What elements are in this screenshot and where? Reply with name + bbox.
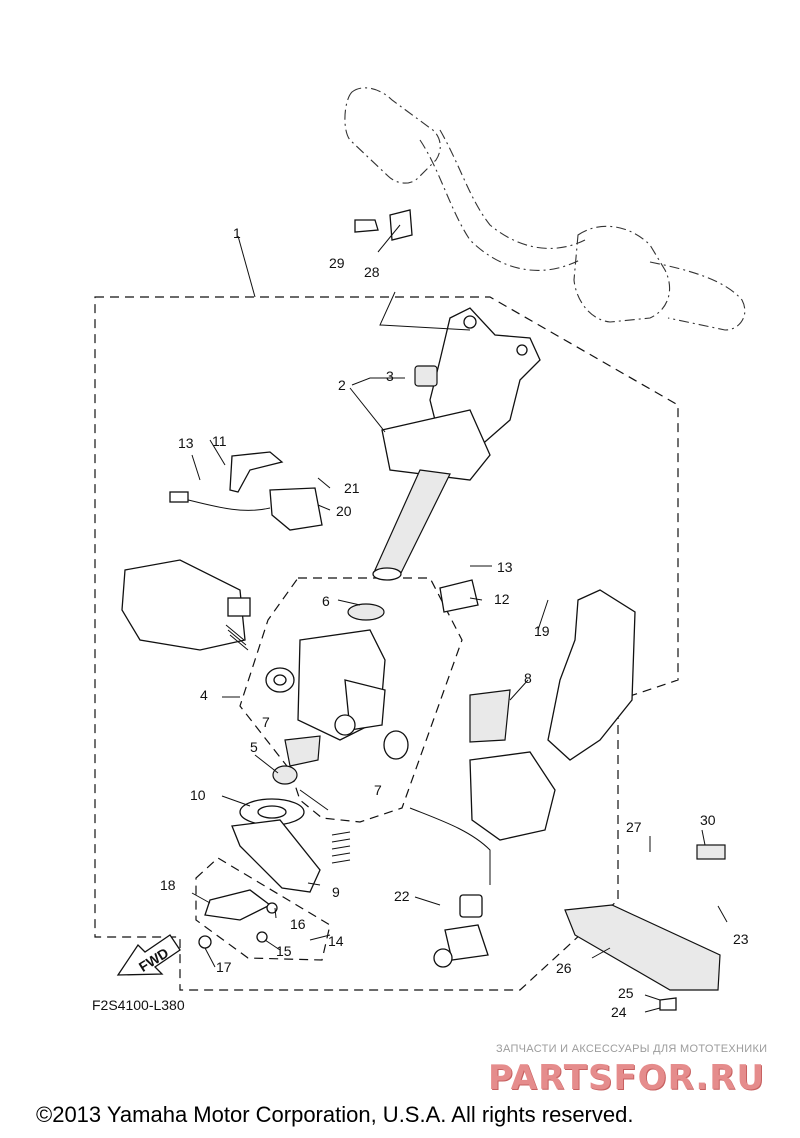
callout-29: 29 [329, 255, 345, 271]
callout-1: 1 [233, 225, 241, 241]
callout-28: 28 [364, 264, 380, 280]
lock-cover-part [547, 589, 636, 761]
bracket-28-part [389, 209, 413, 241]
switch-housing-part [409, 689, 556, 968]
sensor-box-outline [195, 857, 331, 961]
callout-16: 16 [290, 916, 306, 932]
callout-9: 9 [332, 884, 340, 900]
steering-column-part [372, 307, 541, 581]
washer-right-part [383, 730, 409, 760]
callout-22: 22 [394, 888, 410, 904]
bolt-29-part [354, 219, 379, 233]
lock-body-part [284, 603, 386, 767]
callout-12: 12 [494, 591, 510, 607]
clip-part [414, 365, 438, 387]
callout-14: 14 [328, 933, 344, 949]
plate-part [564, 904, 721, 991]
callout-15: 15 [276, 943, 292, 959]
callout-18: 18 [160, 877, 176, 893]
callout-6: 6 [322, 593, 330, 609]
callout-7b: 7 [374, 782, 382, 798]
subassembly-outline [239, 577, 463, 823]
spring-part [331, 831, 351, 864]
copyright-footer: ©2013 Yamaha Motor Corporation, U.S.A. A… [36, 1102, 634, 1127]
callout-8: 8 [524, 670, 532, 686]
callout-10: 10 [190, 787, 206, 803]
callout-13a: 13 [178, 435, 194, 451]
watermark-logo: PARTSFOR.RU [488, 1058, 766, 1098]
callout-21: 21 [344, 480, 360, 496]
callout-19: 19 [534, 623, 550, 639]
callout-4: 4 [200, 687, 208, 703]
callout-30: 30 [700, 812, 716, 828]
callout-23: 23 [733, 931, 749, 947]
clamp-12-part [439, 579, 479, 613]
callout-11: 11 [212, 433, 227, 449]
diagram-code: F2S4100-L380 [92, 997, 185, 1013]
bushing-part [272, 765, 298, 785]
callout-3: 3 [386, 368, 394, 384]
watermark-tagline: ЗАПЧАСТИ И АКСЕССУАРЫ ДЛЯ МОТОТЕХНИКИ [496, 1043, 768, 1055]
left-housing-part [121, 559, 251, 651]
sensor-parts [198, 889, 278, 949]
callout-5: 5 [250, 739, 258, 755]
callout-25: 25 [618, 985, 634, 1001]
callout-13b: 13 [497, 559, 513, 575]
callout-numbers: 1 2 3 4 5 6 7 7 8 9 10 11 12 13 13 14 15… [160, 225, 749, 1020]
nut-part [659, 997, 677, 1011]
callout-24: 24 [611, 1004, 627, 1020]
fwd-arrow: FWD [116, 934, 181, 976]
callout-2: 2 [338, 377, 346, 393]
bracket-harness-part [169, 451, 323, 531]
callout-17: 17 [216, 959, 232, 975]
callout-20: 20 [336, 503, 352, 519]
cap-part [696, 844, 726, 860]
lever-part [231, 819, 321, 893]
callout-7a: 7 [262, 714, 270, 730]
callout-27: 27 [626, 819, 642, 835]
leader-lines [191, 224, 728, 1013]
handlebar-phantom [344, 87, 746, 331]
callout-26: 26 [556, 960, 572, 976]
